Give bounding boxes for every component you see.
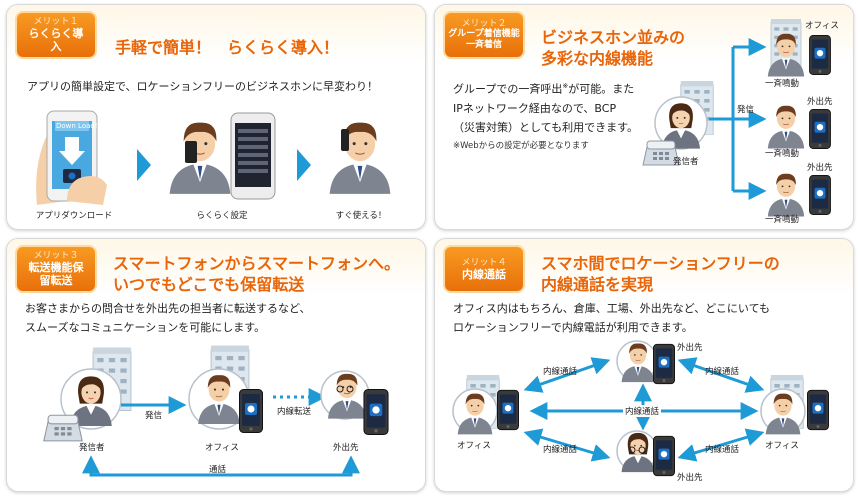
step-caption-setting: らくらく設定 bbox=[196, 211, 248, 221]
group-call-diagram bbox=[642, 19, 831, 217]
ring-label: 一斉鳴動 bbox=[765, 149, 800, 159]
businessman-calling-icon bbox=[328, 121, 392, 195]
smartphone-icon bbox=[809, 109, 831, 149]
desc-part: が可能。また bbox=[568, 82, 635, 96]
send-label: 発信 bbox=[145, 411, 163, 421]
next-arrow-icon bbox=[297, 149, 311, 181]
card-title-line-2: 内線通話を実現 bbox=[541, 275, 654, 294]
merit-4-card: メリット４ 内線通話 スマホ間でロケーションフリーの 内線通話を実現 オフィス内… bbox=[434, 238, 854, 492]
card-description: アプリの簡単設定で、ロケーションフリーのビジネスホンに早変わり！ bbox=[27, 80, 379, 93]
ring-label: 一斉鳴動 bbox=[765, 79, 800, 89]
merit-2-card: メリット２ グループ着信機能一斉着信 ビジネスホン並みの 多彩な内線機能 グルー… bbox=[434, 4, 854, 230]
businessman-icon bbox=[767, 173, 805, 217]
businessman-icon bbox=[767, 105, 805, 149]
caller-label: 発信者 bbox=[673, 157, 699, 167]
smartphone-icon bbox=[807, 389, 829, 431]
card-title-line-2: 多彩な内線機能 bbox=[541, 49, 654, 68]
away-label: 外出先 bbox=[807, 163, 833, 173]
away-label: 外出先 bbox=[677, 343, 703, 353]
merit-badge: メリット４ 内線通話 bbox=[443, 245, 525, 293]
desc-footnote-mark: ※ bbox=[562, 82, 569, 90]
transfer-label: 内線転送 bbox=[277, 407, 312, 417]
badge-number: メリット４ bbox=[461, 257, 507, 268]
badge-number: メリット１ bbox=[33, 17, 79, 27]
merit-badge: メリット３ 転送機能保留転送 bbox=[15, 245, 97, 293]
next-arrow-icon bbox=[137, 149, 151, 181]
smartphone-icon bbox=[809, 175, 831, 215]
ring-label: 一斉鳴動 bbox=[765, 215, 800, 225]
desc-line: お客さまからの問合せを外出先の担当者に転送するなど、 bbox=[25, 302, 311, 315]
phone-icon bbox=[341, 129, 349, 151]
office-label: オフィス bbox=[805, 21, 839, 31]
card-title-line-1: スマートフォンからスマートフォンへ。 bbox=[113, 254, 401, 273]
download-banner: Down Load! bbox=[56, 122, 98, 130]
step-caption-download: アプリダウンロード bbox=[35, 211, 113, 221]
businessman-icon bbox=[168, 121, 232, 195]
merit-3-card: メリット３ 転送機能保留転送 スマートフォンからスマートフォンへ。 いつでもどこ… bbox=[6, 238, 426, 492]
office-label: オフィス bbox=[205, 443, 239, 453]
setup-illustration bbox=[36, 110, 392, 205]
office-label: オフィス bbox=[765, 441, 799, 451]
settings-phone-icon bbox=[230, 112, 276, 200]
desc-line: （災害対策）としても利用できます。 bbox=[453, 120, 639, 134]
extension-call-label: 内線通話 bbox=[543, 367, 578, 377]
badge-name: グループ着信機能一斉着信 bbox=[448, 29, 520, 50]
desk-phone-icon bbox=[43, 414, 83, 442]
smartphone-icon bbox=[363, 389, 389, 435]
badge-name: 内線通話 bbox=[462, 267, 506, 281]
card-description: お客さまからの問合せを外出先の担当者に転送するなど、 スムーズなコミュニケーショ… bbox=[25, 299, 310, 337]
merit-1-card: メリット１ らくらく導入 手軽で簡単！ らくらく導入！ アプリの簡単設定で、ロケ… bbox=[6, 4, 426, 230]
card-title-line-1: スマホ間でロケーションフリーの bbox=[541, 254, 780, 273]
card-title-line-2: いつでもどこでも保留転送 bbox=[113, 275, 305, 294]
card-title: 手軽で簡単！ らくらく導入！ bbox=[115, 38, 340, 57]
desc-line: ロケーションフリーで内線電話が利用できます。 bbox=[453, 321, 693, 334]
smartphone-icon bbox=[239, 389, 263, 433]
extension-call-label: 内線通話 bbox=[705, 445, 740, 455]
extension-call-label: 内線通話 bbox=[623, 405, 662, 417]
card-description: グループでの一斉呼出※が可能。また IPネットワーク経由なので、BCP （災害対… bbox=[453, 77, 638, 137]
desc-part: グループでの一斉呼出 bbox=[453, 82, 563, 96]
merit-badge: メリット２ グループ着信機能一斉着信 bbox=[443, 11, 525, 59]
talk-label: 通話 bbox=[209, 465, 227, 475]
extension-call-label: 内線通話 bbox=[705, 367, 740, 377]
smartphone-icon bbox=[653, 435, 675, 477]
send-label: 発信 bbox=[737, 105, 755, 115]
badge-number: メリット２ bbox=[461, 19, 507, 29]
desc-line: スムーズなコミュニケーションを可能にします。 bbox=[25, 321, 266, 334]
card-description: オフィス内はもちろん、倉庫、工場、外出先など、どこにいても ロケーションフリーで… bbox=[453, 299, 770, 337]
card-title-line-1: ビジネスホン並みの bbox=[541, 28, 686, 47]
phone-icon bbox=[185, 141, 197, 163]
merit-badge: メリット１ らくらく導入 bbox=[15, 11, 97, 59]
away-label: 外出先 bbox=[677, 473, 703, 483]
badge-name: らくらく導入 bbox=[28, 27, 84, 53]
badge-name: 転送機能保留転送 bbox=[28, 261, 84, 287]
footnote: ※Webからの設定が必要となります bbox=[453, 141, 589, 151]
transfer-diagram bbox=[43, 345, 389, 477]
away-label: 外出先 bbox=[333, 443, 359, 453]
badge-number: メリット３ bbox=[33, 251, 79, 261]
desc-line: オフィス内はもちろん、倉庫、工場、外出先など、どこにいても bbox=[453, 302, 771, 315]
desc-line: IPネットワーク経由なので、BCP bbox=[453, 101, 617, 115]
extension-call-label: 内線通話 bbox=[543, 445, 578, 455]
extension-call-diagram bbox=[452, 340, 829, 477]
office-label: オフィス bbox=[457, 441, 491, 451]
smartphone-icon bbox=[653, 343, 675, 385]
caller-label: 発信者 bbox=[79, 443, 105, 453]
smartphone-icon bbox=[497, 389, 519, 431]
smartphone-icon bbox=[809, 35, 831, 75]
step-caption-ready: すぐ使える！ bbox=[335, 211, 387, 221]
away-label: 外出先 bbox=[807, 97, 833, 107]
